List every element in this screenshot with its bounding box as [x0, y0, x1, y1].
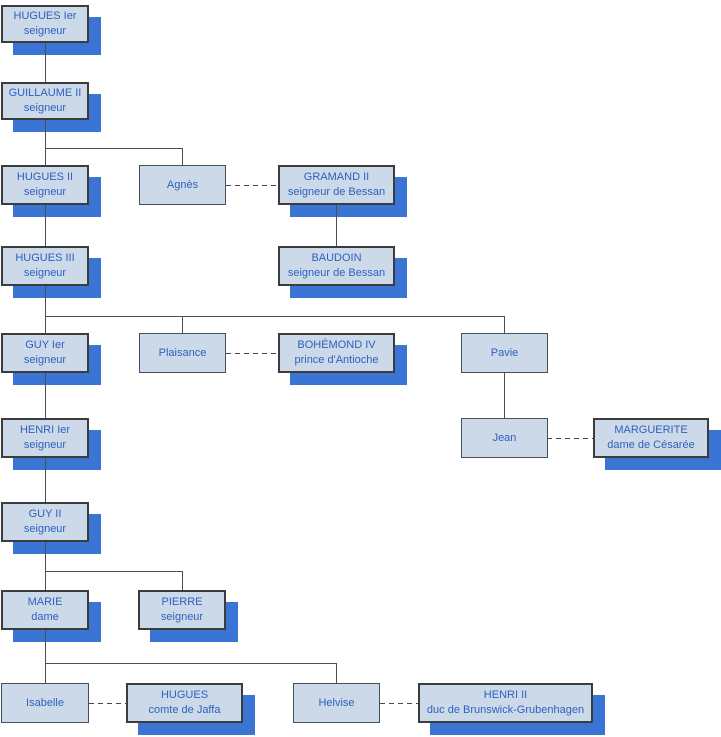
connector-guillaume2-branch [45, 148, 183, 149]
person-name: HUGUES Ier [13, 10, 77, 22]
person-name: HENRI II [483, 689, 528, 701]
connector-gramand2-baudoin [336, 205, 337, 246]
person-title: comte de Jaffa [148, 704, 221, 716]
connector-hugues1-guillaume2 [45, 43, 46, 82]
person-title: seigneur [23, 186, 67, 198]
person-name: Isabelle [26, 696, 64, 709]
person-name: MARIE [27, 596, 63, 608]
connector-drop-pierre [182, 571, 183, 590]
person-name: MARGUERITE [614, 424, 688, 436]
person-title: dame de Césarée [607, 439, 695, 451]
node-plaisance[interactable]: Plaisance [139, 333, 226, 373]
person-title: seigneur [160, 611, 204, 623]
node-marguerite[interactable]: MARGUERITE dame de Césarée [593, 418, 709, 458]
connector-pavie-jean [504, 373, 505, 418]
person-name: Helvise [318, 696, 355, 709]
connector-drop-helvise [336, 663, 337, 683]
connector-guy2-down [45, 542, 46, 590]
node-henri-ier[interactable]: HENRI Ier seigneur [1, 418, 89, 458]
node-gramand-ii[interactable]: GRAMAND II seigneur de Bessan [278, 165, 395, 205]
person-name: HENRI Ier [19, 424, 71, 436]
person-name: Pavie [490, 346, 519, 359]
person-name: GUY II [28, 508, 62, 520]
connector-marie-down [45, 630, 46, 683]
person-name: GUY Ier [25, 339, 65, 351]
person-name: HUGUES II [16, 171, 74, 183]
person-title: duc de Brunswick-Grubenhagen [426, 704, 585, 716]
person-title: seigneur [23, 439, 67, 451]
person-name: Jean [492, 431, 517, 444]
node-baudoin[interactable]: BAUDOIN seigneur de Bessan [278, 246, 395, 286]
node-isabelle[interactable]: Isabelle [1, 683, 89, 723]
node-pierre[interactable]: PIERRE seigneur [138, 590, 226, 630]
marriage-plaisance-bohemond4 [226, 353, 278, 354]
node-henri-ii[interactable]: HENRI II duc de Brunswick-Grubenhagen [418, 683, 593, 723]
person-title: seigneur [23, 25, 67, 37]
connector-drop-pavie [504, 316, 505, 333]
node-hugues-ier[interactable]: HUGUES Ier seigneur [1, 5, 89, 43]
connector-henri1-guy2 [45, 458, 46, 502]
person-title: seigneur de Bessan [287, 267, 386, 279]
person-title: dame [31, 611, 59, 623]
person-name: BAUDOIN [311, 252, 362, 264]
person-title: seigneur de Bessan [287, 186, 386, 198]
node-guillaume-ii[interactable]: GUILLAUME II seigneur [1, 82, 89, 120]
person-title: seigneur [23, 523, 67, 535]
connector-drop-plaisance [182, 316, 183, 333]
node-guy-ii[interactable]: GUY II seigneur [1, 502, 89, 542]
connector-hugues3-down [45, 286, 46, 333]
connector-hugues2-hugues3 [45, 205, 46, 246]
node-hugues-iii[interactable]: HUGUES III seigneur [1, 246, 89, 286]
node-marie[interactable]: MARIE dame [1, 590, 89, 630]
person-title: seigneur [23, 267, 67, 279]
person-name: HUGUES [160, 689, 209, 701]
node-hugues-jaffa[interactable]: HUGUES comte de Jaffa [126, 683, 243, 723]
connector-drop-agnes [182, 148, 183, 165]
person-title: prince d'Antioche [294, 354, 379, 366]
node-pavie[interactable]: Pavie [461, 333, 548, 373]
person-name: GRAMAND II [303, 171, 370, 183]
connector-guy1-henri1 [45, 373, 46, 418]
person-name: PIERRE [161, 596, 203, 608]
node-guy-ier[interactable]: GUY Ier seigneur [1, 333, 89, 373]
person-name: BOHÉMOND IV [297, 339, 376, 351]
marriage-jean-marguerite [547, 438, 593, 439]
person-name: Agnès [166, 178, 199, 191]
person-title: seigneur [23, 102, 67, 114]
connector-hugues3-branch [45, 316, 505, 317]
node-jean[interactable]: Jean [461, 418, 548, 458]
person-title: seigneur [23, 354, 67, 366]
marriage-isabelle-hugues [89, 703, 126, 704]
person-name: HUGUES III [15, 252, 75, 264]
person-name: GUILLAUME II [8, 87, 82, 99]
marriage-agnes-gramand2 [226, 185, 278, 186]
node-helvise[interactable]: Helvise [293, 683, 380, 723]
node-hugues-ii[interactable]: HUGUES II seigneur [1, 165, 89, 205]
node-agnes[interactable]: Agnès [139, 165, 226, 205]
node-bohemond-iv[interactable]: BOHÉMOND IV prince d'Antioche [278, 333, 395, 373]
person-name: Plaisance [158, 346, 207, 359]
connector-guillaume2-down [45, 120, 46, 165]
connector-marie-branch [45, 663, 337, 664]
marriage-helvise-henri2 [380, 703, 418, 704]
connector-guy2-branch [45, 571, 183, 572]
